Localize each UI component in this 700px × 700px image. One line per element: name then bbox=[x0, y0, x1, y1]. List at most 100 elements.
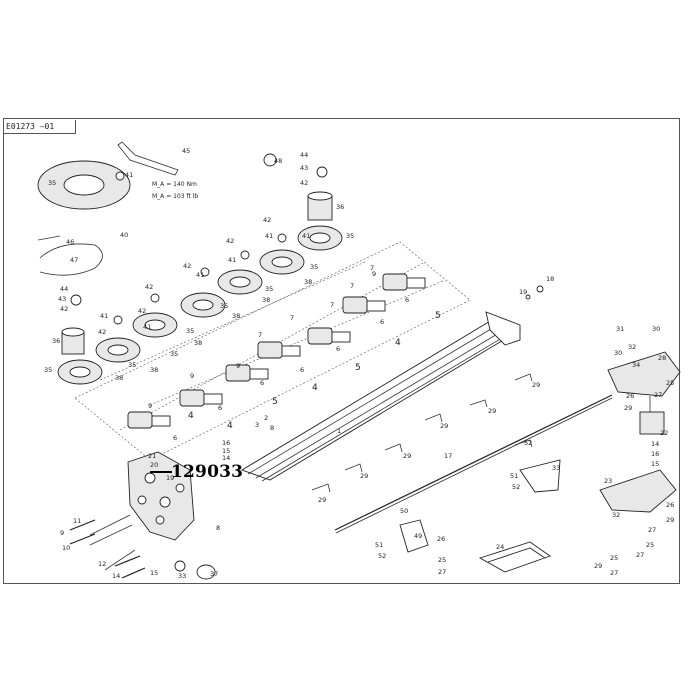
svg-text:9: 9 bbox=[60, 529, 64, 537]
svg-text:40: 40 bbox=[120, 231, 128, 239]
svg-text:3: 3 bbox=[255, 421, 259, 429]
svg-text:9: 9 bbox=[148, 402, 152, 410]
svg-text:25: 25 bbox=[666, 379, 674, 387]
svg-text:51: 51 bbox=[510, 472, 518, 480]
svg-text:29: 29 bbox=[666, 516, 674, 524]
svg-text:42: 42 bbox=[300, 179, 308, 187]
svg-text:19: 19 bbox=[519, 288, 527, 296]
svg-text:6: 6 bbox=[380, 318, 384, 326]
svg-text:8: 8 bbox=[216, 524, 220, 532]
svg-text:22: 22 bbox=[660, 429, 668, 437]
svg-text:51: 51 bbox=[375, 541, 383, 549]
svg-text:25: 25 bbox=[438, 556, 446, 564]
svg-text:44: 44 bbox=[60, 285, 68, 293]
svg-text:6: 6 bbox=[405, 296, 409, 304]
svg-text:36: 36 bbox=[52, 337, 60, 345]
svg-text:17: 17 bbox=[444, 452, 452, 460]
svg-text:35: 35 bbox=[48, 179, 56, 187]
svg-text:2: 2 bbox=[264, 414, 268, 422]
svg-text:21: 21 bbox=[148, 452, 156, 460]
svg-text:38: 38 bbox=[262, 296, 270, 304]
disc-gear-rows bbox=[74, 241, 471, 461]
svg-text:7: 7 bbox=[370, 264, 374, 272]
svg-text:27: 27 bbox=[438, 568, 446, 576]
svg-text:14: 14 bbox=[112, 572, 120, 580]
svg-text:9: 9 bbox=[236, 362, 240, 370]
svg-text:5: 5 bbox=[435, 311, 441, 321]
svg-text:9: 9 bbox=[372, 270, 376, 278]
svg-text:42: 42 bbox=[263, 216, 271, 224]
svg-text:42: 42 bbox=[183, 262, 191, 270]
svg-text:26: 26 bbox=[437, 535, 445, 543]
svg-text:5: 5 bbox=[355, 363, 361, 373]
svg-text:27: 27 bbox=[636, 551, 644, 559]
svg-text:4: 4 bbox=[227, 421, 233, 431]
svg-text:35: 35 bbox=[44, 366, 52, 374]
svg-text:38: 38 bbox=[194, 339, 202, 347]
svg-text:12: 12 bbox=[98, 560, 106, 568]
svg-text:41: 41 bbox=[302, 232, 310, 240]
svg-text:7: 7 bbox=[350, 282, 354, 290]
svg-text:31: 31 bbox=[616, 325, 624, 333]
svg-text:38: 38 bbox=[232, 312, 240, 320]
svg-text:52: 52 bbox=[512, 483, 520, 491]
svg-text:4: 4 bbox=[395, 338, 401, 348]
svg-text:15: 15 bbox=[222, 447, 230, 455]
svg-text:15: 15 bbox=[651, 460, 659, 468]
svg-text:4: 4 bbox=[188, 411, 194, 421]
svg-text:14: 14 bbox=[222, 454, 230, 462]
svg-text:10: 10 bbox=[62, 544, 70, 552]
svg-text:42: 42 bbox=[98, 328, 106, 336]
drawing-code: E01273 –01 bbox=[4, 120, 76, 134]
svg-text:20: 20 bbox=[150, 461, 158, 469]
svg-text:29: 29 bbox=[360, 472, 368, 480]
svg-text:49: 49 bbox=[414, 532, 422, 540]
knife-rod bbox=[334, 394, 613, 534]
svg-text:27: 27 bbox=[610, 569, 618, 577]
svg-text:29: 29 bbox=[403, 452, 411, 460]
svg-text:34: 34 bbox=[632, 361, 640, 369]
svg-text:45: 45 bbox=[182, 147, 190, 155]
svg-text:8: 8 bbox=[270, 424, 274, 432]
svg-text:35: 35 bbox=[186, 327, 194, 335]
svg-text:46: 46 bbox=[66, 238, 74, 246]
svg-text:6: 6 bbox=[300, 366, 304, 374]
svg-text:6: 6 bbox=[260, 379, 264, 387]
svg-text:16: 16 bbox=[651, 450, 659, 458]
svg-text:35: 35 bbox=[170, 350, 178, 358]
svg-text:33: 33 bbox=[552, 464, 560, 472]
svg-text:19: 19 bbox=[166, 474, 174, 482]
svg-text:52: 52 bbox=[524, 439, 532, 447]
svg-text:5: 5 bbox=[272, 397, 278, 407]
svg-text:4: 4 bbox=[312, 383, 318, 393]
svg-text:23: 23 bbox=[604, 477, 612, 485]
svg-text:43: 43 bbox=[58, 295, 66, 303]
svg-text:42: 42 bbox=[138, 307, 146, 315]
svg-text:7: 7 bbox=[258, 331, 262, 339]
svg-text:44: 44 bbox=[300, 151, 308, 159]
svg-text:7: 7 bbox=[290, 314, 294, 322]
svg-text:32: 32 bbox=[612, 511, 620, 519]
svg-text:29: 29 bbox=[594, 562, 602, 570]
svg-text:25: 25 bbox=[646, 541, 654, 549]
svg-text:29: 29 bbox=[532, 381, 540, 389]
svg-text:38: 38 bbox=[304, 278, 312, 286]
svg-text:35: 35 bbox=[310, 263, 318, 271]
rod-clamps bbox=[311, 373, 561, 553]
svg-text:42: 42 bbox=[60, 305, 68, 313]
svg-text:7: 7 bbox=[330, 301, 334, 309]
svg-text:1: 1 bbox=[337, 427, 341, 435]
svg-text:11: 11 bbox=[73, 517, 81, 525]
svg-text:35: 35 bbox=[346, 232, 354, 240]
svg-text:32: 32 bbox=[628, 343, 636, 351]
right-cover bbox=[599, 351, 681, 513]
main-gearbox bbox=[89, 451, 195, 571]
svg-text:41: 41 bbox=[228, 256, 236, 264]
svg-text:35: 35 bbox=[265, 285, 273, 293]
skid-plate bbox=[478, 541, 551, 573]
svg-text:41: 41 bbox=[125, 171, 133, 179]
svg-text:6: 6 bbox=[218, 404, 222, 412]
svg-text:29: 29 bbox=[440, 422, 448, 430]
